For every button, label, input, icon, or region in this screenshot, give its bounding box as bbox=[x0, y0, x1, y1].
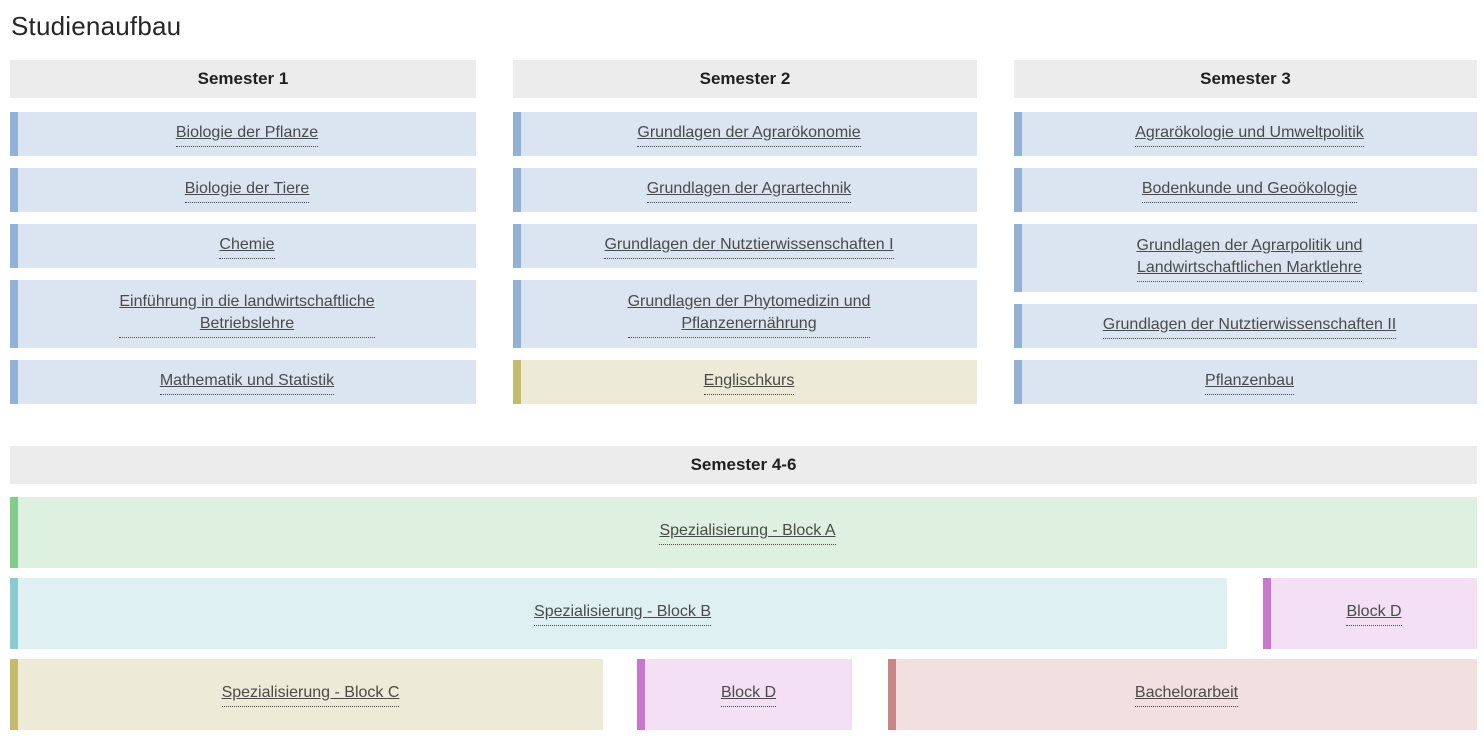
block-row-3: Spezialisierung - Block C Block D Bachelor… bbox=[10, 659, 1477, 730]
course-item[interactable]: Grundlagen der Agrartechnik bbox=[513, 168, 977, 212]
bachelorarbeit-link[interactable]: Bachelorarbeit bbox=[1134, 682, 1239, 707]
block-b-link[interactable]: Spezialisierung - Block B bbox=[534, 601, 711, 626]
course-item[interactable]: Englischkurs bbox=[513, 360, 977, 404]
course-link[interactable]: Chemie bbox=[219, 234, 275, 259]
course-link[interactable]: Agrarökologie und Umweltpolitik bbox=[1135, 122, 1364, 147]
course-link[interactable]: Grundlagen der Phytomedizin und Pflanzen… bbox=[627, 291, 871, 338]
course-link[interactable]: Grundlagen der Agrarpolitik und Landwirt… bbox=[1136, 235, 1363, 282]
semester-column-3: Semester 3 Agrarökologie und Umweltpoliti… bbox=[1014, 60, 1477, 404]
page-title: Studienaufbau bbox=[11, 11, 182, 41]
course-item[interactable]: Bodenkunde und Geoökologie bbox=[1014, 168, 1477, 212]
course-link[interactable]: Grundlagen der Nutztierwissenschaften II bbox=[1102, 314, 1397, 339]
block-a-link[interactable]: Spezialisierung - Block A bbox=[659, 520, 836, 545]
course-link[interactable]: Englischkurs bbox=[703, 370, 795, 395]
course-link[interactable]: Grundlagen der Agrartechnik bbox=[646, 178, 852, 203]
course-item[interactable]: Grundlagen der Nutztierwissenschaften I bbox=[513, 224, 977, 268]
course-link[interactable]: Grundlagen der Nutztierwissenschaften I bbox=[604, 234, 894, 259]
course-item[interactable]: Grundlagen der Agrarökonomie bbox=[513, 112, 977, 156]
block-row-1: Spezialisierung - Block A bbox=[10, 497, 1477, 568]
semester-header-2: Semester 2 bbox=[513, 60, 977, 98]
block-c-link[interactable]: Spezialisierung - Block C bbox=[221, 682, 400, 707]
course-item[interactable]: Pflanzenbau bbox=[1014, 360, 1477, 404]
course-link[interactable]: Mathematik und Statistik bbox=[159, 370, 335, 395]
block-d-upper[interactable]: Block D bbox=[1263, 578, 1477, 649]
block-d-upper-link[interactable]: Block D bbox=[1346, 601, 1402, 626]
course-link[interactable]: Einführung in die landwirtschaftliche Be… bbox=[119, 291, 375, 338]
block-d-lower-link[interactable]: Block D bbox=[720, 682, 777, 707]
course-link[interactable]: Grundlagen der Agrarökonomie bbox=[637, 122, 861, 147]
course-item[interactable]: Biologie der Tiere bbox=[10, 168, 476, 212]
course-link[interactable]: Biologie der Tiere bbox=[184, 178, 310, 203]
block-a[interactable]: Spezialisierung - Block A bbox=[10, 497, 1477, 568]
semester-header-1: Semester 1 bbox=[10, 60, 476, 98]
course-item[interactable]: Chemie bbox=[10, 224, 476, 268]
block-b[interactable]: Spezialisierung - Block B bbox=[10, 578, 1227, 649]
block-row-2: Spezialisierung - Block B Block D bbox=[10, 578, 1477, 649]
block-c[interactable]: Spezialisierung - Block C bbox=[10, 659, 603, 730]
course-link[interactable]: Bodenkunde und Geoökologie bbox=[1141, 178, 1358, 203]
course-item[interactable]: Grundlagen der Phytomedizin und Pflanzen… bbox=[513, 280, 977, 348]
semester-header-label: Semester 3 bbox=[1200, 69, 1291, 88]
block-d-lower[interactable]: Block D bbox=[637, 659, 852, 730]
semester-4-6-rows: Spezialisierung - Block A Spezialisierung… bbox=[10, 497, 1477, 730]
semester-header-3: Semester 3 bbox=[1014, 60, 1477, 98]
semester-header-label: Semester 2 bbox=[699, 69, 791, 88]
semester-4-6-header-label: Semester 4-6 bbox=[690, 455, 797, 474]
course-link[interactable]: Biologie der Pflanze bbox=[175, 122, 319, 147]
semester-4-6-header: Semester 4-6 bbox=[10, 446, 1477, 484]
course-item[interactable]: Grundlagen der Nutztierwissenschaften II bbox=[1014, 304, 1477, 348]
course-item[interactable]: Agrarökologie und Umweltpolitik bbox=[1014, 112, 1477, 156]
semester-header-label: Semester 1 bbox=[197, 69, 289, 88]
course-link[interactable]: Pflanzenbau bbox=[1205, 370, 1294, 395]
course-item[interactable]: Mathematik und Statistik bbox=[10, 360, 476, 404]
bachelorarbeit[interactable]: Bachelorarbeit bbox=[888, 659, 1477, 730]
course-item[interactable]: Grundlagen der Agrarpolitik und Landwirt… bbox=[1014, 224, 1477, 292]
course-item[interactable]: Einführung in die landwirtschaftliche Be… bbox=[10, 280, 476, 348]
course-item[interactable]: Biologie der Pflanze bbox=[10, 112, 476, 156]
